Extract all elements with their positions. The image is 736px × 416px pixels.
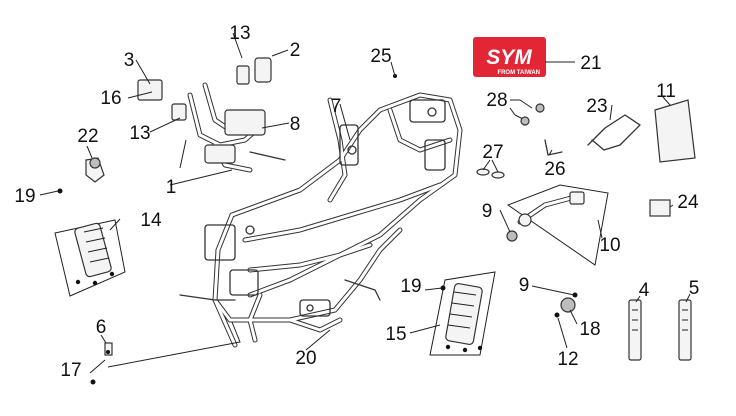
hook-23 (587, 114, 641, 151)
sym-logo-21: SYM FROM TAIWAN (473, 37, 546, 77)
callout-21: 21 (580, 53, 601, 74)
bracket-10 (506, 184, 609, 266)
clips-27 (476, 168, 505, 179)
bolt-12 (554, 312, 560, 318)
callout-8: 8 (290, 114, 301, 135)
callout-1: 1 (166, 177, 177, 198)
footrest-left (54, 219, 126, 297)
callout-4: 4 (639, 280, 650, 301)
callout-26: 26 (544, 159, 565, 180)
callout-6: 6 (96, 317, 107, 338)
nut-22 (89, 157, 101, 169)
bracket-2 (254, 57, 272, 83)
bolts-28 (514, 99, 545, 126)
callout-27: 27 (482, 142, 503, 163)
callout-11: 11 (656, 81, 676, 102)
bolt-19-right (440, 285, 446, 291)
bracket-13-top (236, 65, 250, 85)
callout-24: 24 (677, 192, 699, 213)
callout-13-top: 13 (229, 23, 250, 44)
callout-14: 14 (140, 210, 162, 231)
bolt-17 (90, 379, 96, 385)
callout-25: 25 (370, 46, 391, 67)
bolt-6 (104, 342, 113, 356)
callout-15: 15 (385, 324, 406, 345)
callout-10: 10 (599, 235, 620, 256)
bolt-9-lower (572, 292, 578, 298)
callout-17: 17 (60, 360, 81, 381)
callout-23: 23 (586, 96, 607, 117)
callout-20: 20 (295, 348, 316, 369)
callout-7: 7 (331, 96, 342, 117)
wire-26 (544, 139, 563, 156)
sym-logo-tagline: FROM TAIWAN (497, 70, 540, 76)
callout-18: 18 (579, 319, 600, 340)
label-24 (649, 199, 671, 217)
callout-13-left: 13 (129, 123, 150, 144)
footrest-right (429, 271, 496, 356)
bracket-13-left (171, 103, 187, 121)
bolt-19-left (57, 188, 63, 194)
callout-5: 5 (689, 278, 700, 299)
washer-18 (560, 297, 576, 313)
plate-11 (654, 99, 696, 163)
callout-19-right: 19 (400, 276, 421, 297)
bar-4 (628, 299, 642, 361)
callout-16: 16 (100, 88, 121, 109)
bar-5 (678, 299, 692, 361)
callout-28: 28 (486, 90, 507, 111)
sym-logo-text: SYM (486, 46, 532, 69)
callout-9-lower: 9 (519, 275, 530, 296)
callout-22: 22 (77, 126, 98, 147)
callout-12: 12 (557, 349, 578, 370)
callout-numbers: 1 2 3 4 5 6 7 8 9 9 10 11 12 13 13 14 15… (14, 23, 699, 381)
callout-9-upper: 9 (482, 201, 493, 222)
callout-19-left: 19 (14, 186, 35, 207)
callout-2: 2 (290, 40, 301, 61)
main-frame (179, 92, 463, 348)
plate-3 (137, 79, 163, 101)
callout-3: 3 (124, 50, 135, 71)
leader-lines (39, 32, 691, 374)
front-bracket-assembly (187, 82, 286, 173)
nut-9-upper (506, 230, 518, 242)
